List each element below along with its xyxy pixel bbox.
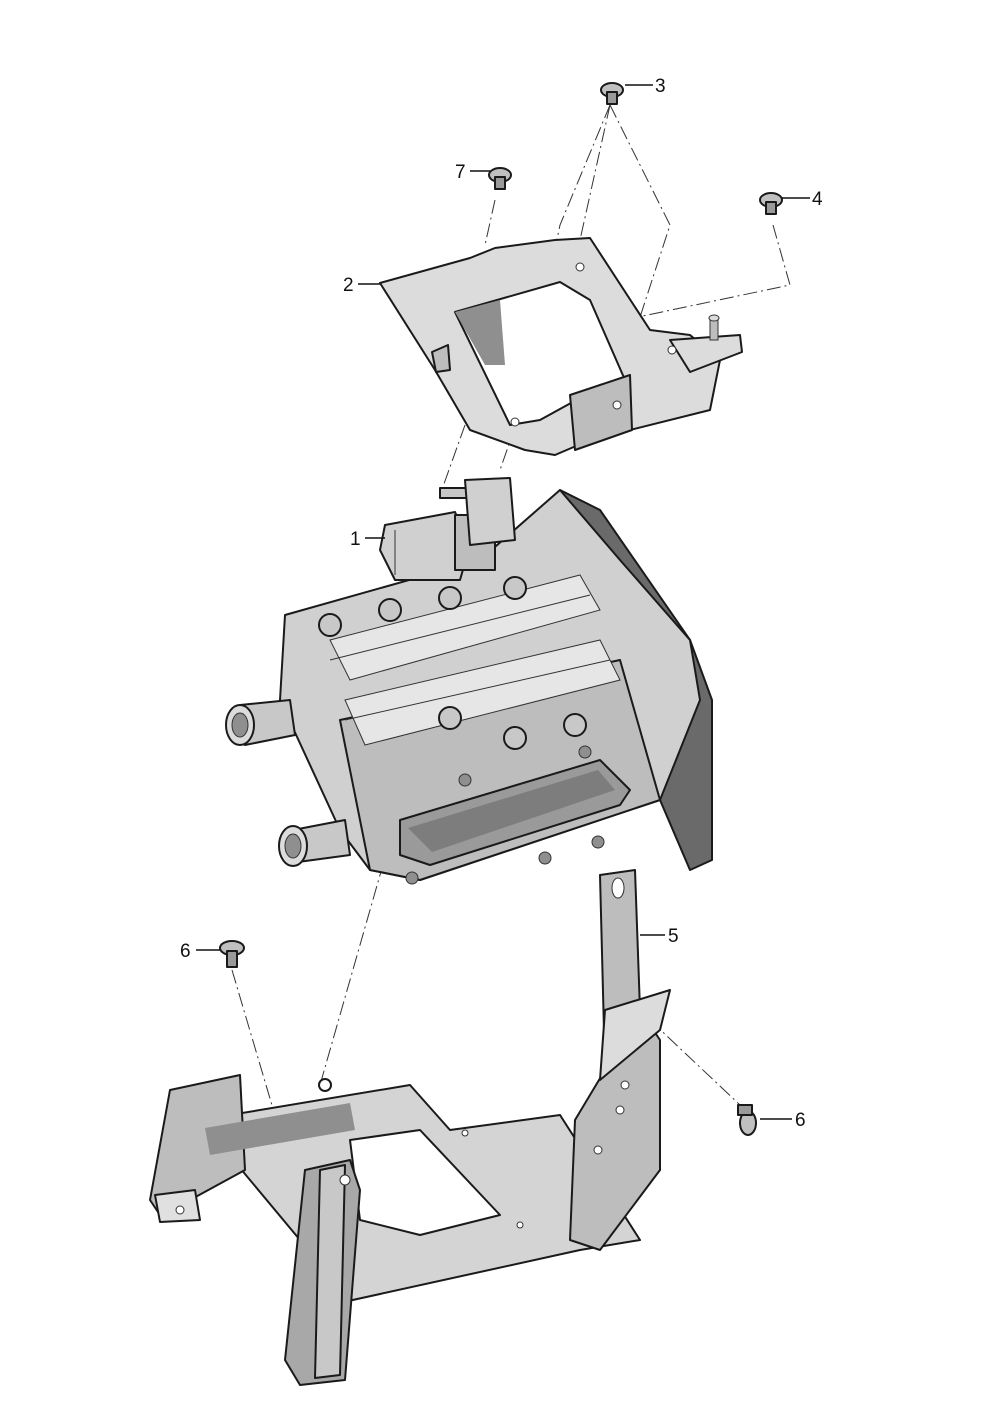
coolant-channels: [329, 574, 621, 746]
callout-labels: 3 7 4 2 1 5 6 6: [180, 76, 823, 1131]
screw-6-left: [219, 940, 245, 968]
screw-3: [600, 82, 624, 105]
callout-2: 2: [343, 275, 354, 296]
connector-icon: [379, 477, 516, 581]
leader-lines: [196, 84, 810, 1120]
screw-7: [488, 167, 512, 190]
callout-5: 5: [668, 926, 679, 947]
callout-4: 4: [812, 189, 823, 210]
heater-unit: [225, 477, 713, 885]
callout-7: 7: [455, 162, 466, 183]
screw-icon: [219, 82, 783, 1136]
housing-bolts: [318, 576, 605, 885]
callout-6-left: 6: [180, 941, 191, 962]
upper-bracket-plate: [379, 237, 743, 456]
screw-4: [759, 192, 783, 215]
callout-3: 3: [655, 76, 666, 97]
lower-carrier-bracket: [149, 869, 671, 1386]
callout-6-right: 6: [795, 1110, 806, 1131]
screw-6-right: [737, 1104, 757, 1136]
hose-spigot-icon: [225, 699, 351, 867]
callout-1: 1: [350, 529, 361, 550]
